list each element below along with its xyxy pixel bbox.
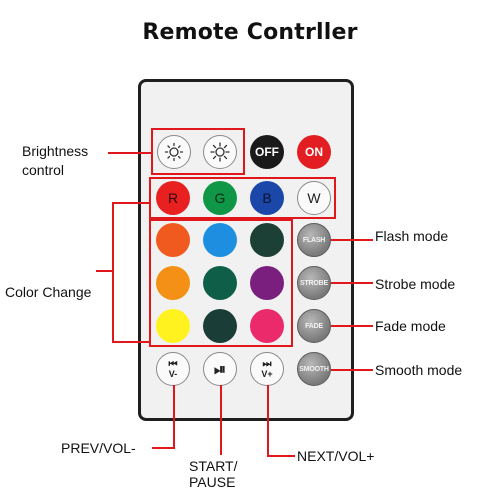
- callout-line: [331, 239, 373, 241]
- callout-line: [267, 455, 295, 457]
- callout-line: [152, 447, 175, 449]
- callout-line: [267, 385, 269, 457]
- brightness-highlight-box: [151, 128, 245, 175]
- color-button[interactable]: [250, 309, 284, 343]
- green-button-label: G: [214, 190, 226, 206]
- next-sub-label: V+: [261, 368, 273, 379]
- prev-button[interactable]: ⏮ V-: [156, 352, 190, 386]
- brightness-control-label: Brightness control: [22, 143, 89, 178]
- rgbw-highlight-box: [149, 177, 336, 219]
- color-button[interactable]: [156, 309, 190, 343]
- color-change-label: Color Change: [5, 284, 92, 300]
- callout-line: [220, 385, 222, 455]
- callout-line: [96, 270, 113, 272]
- fade-button[interactable]: FADE: [297, 309, 331, 343]
- callout-line: [331, 325, 373, 327]
- play-pause-button[interactable]: ⏯: [203, 352, 237, 386]
- white-button[interactable]: W: [297, 181, 331, 215]
- color-button[interactable]: [250, 223, 284, 257]
- color-button[interactable]: [203, 266, 237, 300]
- callout-line: [112, 341, 150, 343]
- smooth-button[interactable]: SMOOTH: [297, 352, 331, 386]
- red-button[interactable]: R: [156, 181, 190, 215]
- color-button[interactable]: [203, 309, 237, 343]
- strobe-mode-label: Strobe mode: [375, 276, 456, 292]
- flash-mode-label: Flash mode: [375, 228, 449, 244]
- color-button[interactable]: [203, 223, 237, 257]
- sun-dim-icon: [164, 142, 184, 162]
- fade-mode-label: Fade mode: [375, 318, 446, 334]
- play-pause-icon: ⏯: [213, 360, 226, 378]
- flash-button-label: FLASH: [302, 236, 326, 244]
- next-glyph: ⏭: [262, 358, 272, 370]
- off-button[interactable]: OFF: [250, 135, 284, 169]
- page-title: Remote Contrller: [142, 20, 358, 45]
- white-button-label: W: [307, 190, 321, 206]
- on-button-label: ON: [305, 145, 323, 159]
- strobe-button-label: STROBE: [300, 279, 328, 287]
- sun-bright-icon: [210, 142, 230, 162]
- color-button[interactable]: [156, 223, 190, 257]
- prev-vol-label: PREV/VOL-: [61, 440, 136, 456]
- color-button[interactable]: [156, 266, 190, 300]
- next-button[interactable]: ⏭ V+: [250, 352, 284, 386]
- callout-line: [331, 282, 373, 284]
- smooth-mode-label: Smooth mode: [375, 362, 463, 378]
- brightness-up-button[interactable]: [203, 135, 237, 169]
- callout-line: [173, 385, 175, 449]
- callout-line: [331, 369, 373, 371]
- strobe-button[interactable]: STROBE: [297, 266, 331, 300]
- smooth-button-label: SMOOTH: [299, 365, 329, 373]
- blue-button[interactable]: B: [250, 181, 284, 215]
- color-grid-highlight-box: [149, 219, 293, 347]
- callout-line: [112, 202, 150, 204]
- next-icon: ⏭ V+: [261, 358, 273, 379]
- on-button[interactable]: ON: [297, 135, 331, 169]
- flash-button[interactable]: FLASH: [297, 223, 331, 257]
- brightness-down-button[interactable]: [157, 135, 191, 169]
- next-vol-label: NEXT/VOL+: [297, 448, 375, 464]
- prev-sub-label: V-: [168, 368, 178, 379]
- callout-line: [108, 152, 152, 154]
- off-button-label: OFF: [255, 145, 279, 159]
- red-button-label: R: [167, 190, 179, 206]
- blue-button-label: B: [262, 190, 272, 206]
- prev-icon: ⏮ V-: [168, 358, 178, 379]
- color-button[interactable]: [250, 266, 284, 300]
- green-button[interactable]: G: [203, 181, 237, 215]
- start-pause-label: START/ PAUSE: [189, 458, 238, 490]
- fade-button-label: FADE: [305, 322, 323, 330]
- callout-line: [112, 202, 114, 343]
- prev-glyph: ⏮: [168, 358, 178, 370]
